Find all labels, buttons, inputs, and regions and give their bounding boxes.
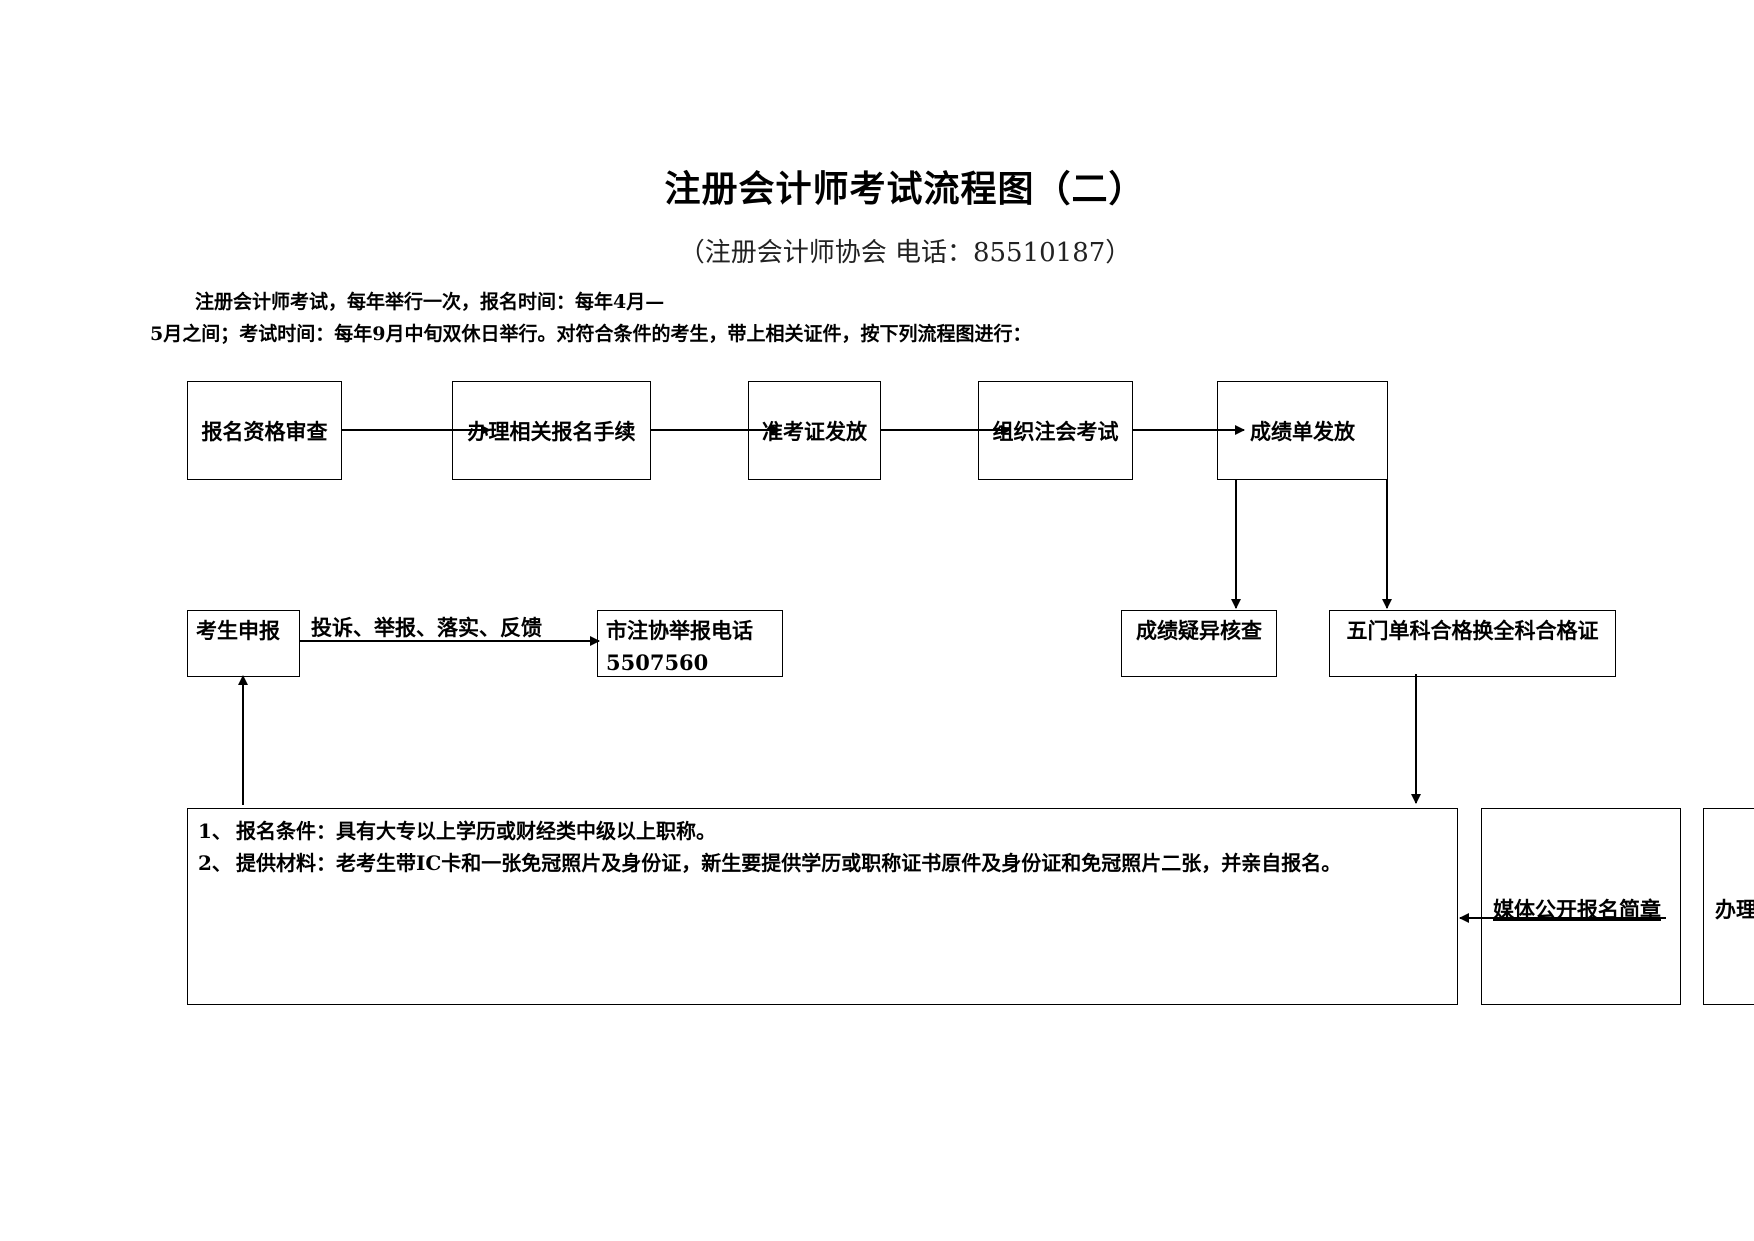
requirement-item-1-number: 1、 [198,819,232,843]
step-organize-exam: 组织注会考试 [978,381,1133,480]
certificate-exchange-box: 五门单科合格换全科合格证 [1329,610,1616,677]
hotline-box: 市注协举报电话 5507560 [597,610,783,677]
requirement-item-1: 1、报名条件：具有大专以上学历或财经类中级以上职称。 [198,815,1447,847]
requirement-item-2-number: 2、 [198,851,232,875]
media-announcement-box [1481,808,1681,1005]
candidate-report-box: 考生申报 [187,610,300,677]
hotline-title: 市注协举报电话 [606,618,753,643]
handle-label: 办理 [1715,897,1754,922]
page-subtitle: （注册会计师协会 电话：85510187） [678,238,1132,268]
requirements-box [187,808,1458,1005]
step-admission-ticket-label: 准考证发放 [762,418,867,444]
media-announcement-label: 媒体公开报名简章 [1493,897,1661,922]
intro-line-1: 注册会计师考试，每年举行一次，报名时间：每年4月— [195,291,665,313]
requirements-list: 1、报名条件：具有大专以上学历或财经类中级以上职称。 2、提供材料：老考生带IC… [188,809,1457,885]
step-registration-procedure-label: 办理相关报名手续 [467,418,636,444]
step-admission-ticket: 准考证发放 [748,381,881,480]
requirement-item-1-text: 报名条件：具有大专以上学历或财经类中级以上职称。 [236,819,716,843]
handle-box [1703,808,1754,1005]
step-score-report-label: 成绩单发放 [1250,418,1355,444]
step-organize-exam-label: 组织注会考试 [992,418,1119,444]
score-review-box: 成绩疑异核查 [1121,610,1277,677]
candidate-report-label: 考生申报 [196,618,280,643]
step-qualification-review-label: 报名资格审查 [201,418,328,444]
step-score-report: 成绩单发放 [1217,381,1388,480]
score-review-label: 成绩疑异核查 [1136,618,1262,643]
certificate-exchange-label: 五门单科合格换全科合格证 [1346,618,1599,643]
step-qualification-review: 报名资格审查 [187,381,342,480]
page-title: 注册会计师考试流程图（二） [664,168,1146,210]
step-registration-procedure: 办理相关报名手续 [452,381,651,480]
intro-line-2: 5月之间；考试时间：每年9月中旬双休日举行。对符合条件的考生，带上相关证件，按下… [150,323,1032,345]
hotline-number: 5507560 [606,650,709,675]
requirement-item-2-text: 提供材料：老考生带IC卡和一张免冠照片及身份证，新生要提供学历或职称证书原件及身… [236,851,1342,875]
requirement-item-2: 2、提供材料：老考生带IC卡和一张免冠照片及身份证，新生要提供学历或职称证书原件… [198,847,1447,879]
complaint-feedback-label: 投诉、举报、落实、反馈 [311,615,542,640]
